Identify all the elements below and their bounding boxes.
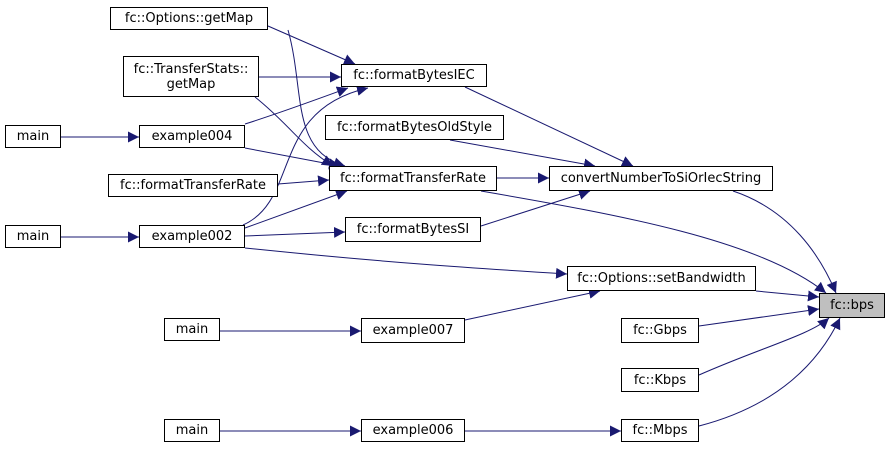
edge-convertnumber-to-bps xyxy=(732,190,837,294)
node-main-2[interactable]: main xyxy=(5,225,61,248)
edge-formattransferrate-caller-to-formattransferrate xyxy=(277,175,330,187)
edge-transferstats-getmap-to-formattransferrate xyxy=(254,96,334,167)
node-example007[interactable]: example007 xyxy=(361,318,465,343)
edge-gbps-to-bps xyxy=(698,305,820,327)
node-convertnumbertosioriecstring[interactable]: convertNumberToSiOrIecString xyxy=(549,166,773,191)
edge-example002-to-formatbytessi xyxy=(244,226,346,238)
edge-options-getmap-to-formatbytesiec xyxy=(267,25,356,65)
edge-kbps-to-bps xyxy=(698,317,830,376)
node-mbps[interactable]: fc::Mbps xyxy=(621,419,699,442)
node-example002[interactable]: example002 xyxy=(139,225,245,248)
node-main-4[interactable]: main xyxy=(164,419,220,442)
node-formattransferrate[interactable]: fc::formatTransferRate xyxy=(329,166,497,191)
node-formatbytessi[interactable]: fc::formatBytesSI xyxy=(345,217,481,242)
edge-formatbytesoldstyle-to-convertnumber xyxy=(449,139,596,170)
edge-formatbytesiec-to-convertnumber xyxy=(464,86,634,167)
edge-formattransferrate-to-bps xyxy=(480,190,827,294)
edge-mbps-to-bps xyxy=(698,317,841,427)
node-options-getmap[interactable]: fc::Options::getMap xyxy=(110,7,268,30)
edge-example004-to-formatbytesiec xyxy=(244,86,349,125)
edge-example002-to-formattransferrate xyxy=(244,189,348,229)
node-transferstats-getmap[interactable]: fc::TransferStats:: getMap xyxy=(123,56,259,97)
node-main-1[interactable]: main xyxy=(5,125,61,148)
node-example004[interactable]: example004 xyxy=(139,125,245,148)
node-kbps[interactable]: fc::Kbps xyxy=(621,368,699,392)
edge-options-getmap-to-formattransferrate xyxy=(287,29,346,169)
node-main-3[interactable]: main xyxy=(164,318,220,341)
edge-example002-to-formatbytesiec xyxy=(242,85,369,226)
edge-setbandwidth-to-bps xyxy=(755,290,820,302)
node-formatbytesoldstyle[interactable]: fc::formatBytesOldStyle xyxy=(325,115,504,140)
edge-example004-to-formattransferrate xyxy=(244,147,341,170)
node-formatbytesiec[interactable]: fc::formatBytesIEC xyxy=(341,64,487,87)
node-formattransferrate-caller[interactable]: fc::formatTransferRate xyxy=(108,174,278,197)
node-gbps[interactable]: fc::Gbps xyxy=(621,318,699,343)
edge-example002-to-setbandwidth xyxy=(244,247,568,279)
node-example006[interactable]: example006 xyxy=(361,419,465,442)
node-bps-current: fc::bps xyxy=(819,293,885,318)
edge-example007-to-setbandwidth xyxy=(464,287,601,321)
node-options-setbandwidth[interactable]: fc::Options::setBandwidth xyxy=(567,266,756,291)
edge-formatbytessi-to-convertnumber xyxy=(480,189,591,227)
